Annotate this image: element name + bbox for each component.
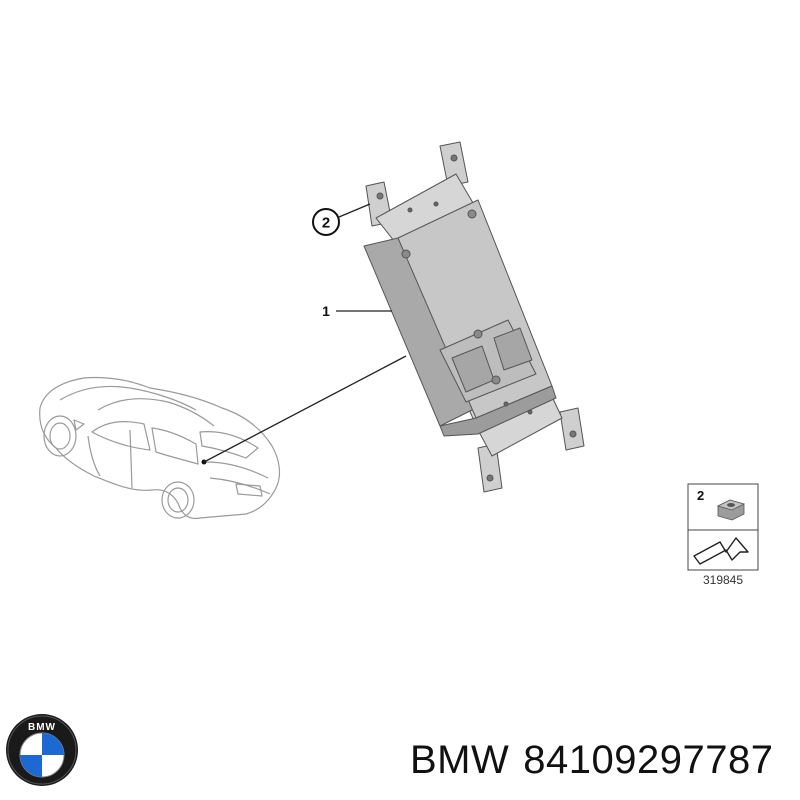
callout-2-label: 2: [322, 215, 330, 232]
footer-part-label: BMW 84109297787: [410, 738, 787, 783]
footer-part-number: 84109297787: [523, 738, 774, 782]
control-module: [363, 141, 585, 493]
bmw-roundel-icon: BMW: [6, 714, 78, 786]
callout-2-leader: [338, 203, 371, 218]
footer-brand: BMW: [410, 738, 510, 782]
location-leader-line: [203, 355, 407, 463]
callout-2-circle: [312, 208, 340, 236]
arrow-icon: [693, 537, 749, 565]
logo-brand-text: BMW: [28, 722, 56, 733]
legend-item-number: 2: [697, 488, 704, 503]
callout-1-label: 1: [322, 303, 330, 319]
car-outline: [39, 376, 281, 520]
diagram-code: 319845: [703, 573, 743, 587]
nut-icon: [716, 499, 746, 521]
legend-box: [687, 483, 759, 571]
